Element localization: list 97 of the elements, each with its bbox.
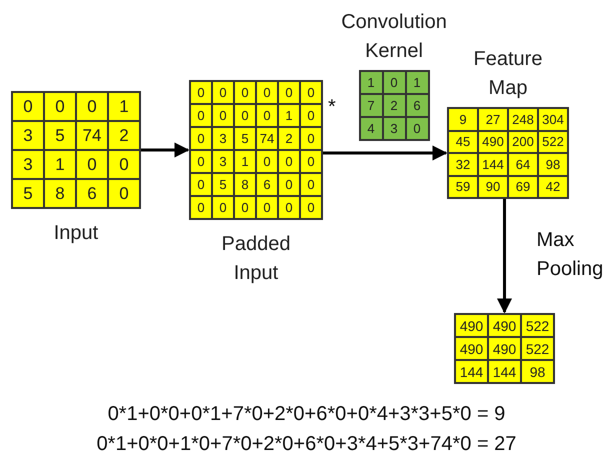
matrix-cell: 42	[538, 176, 568, 198]
matrix-title: Input	[52, 221, 100, 246]
matrix-cell: 4	[360, 117, 382, 140]
matrix-cell: 59	[448, 176, 478, 198]
matrix-cell: 490	[478, 130, 508, 153]
matrix-cell: 248	[508, 108, 538, 130]
matrix-cell: 8	[234, 173, 256, 196]
matrix-cell: 0	[300, 104, 322, 127]
matrix-cell: 2	[108, 121, 140, 150]
matrix-cell: 490	[488, 314, 521, 337]
matrix-cell: 8	[44, 179, 76, 208]
matrix-cell: 200	[508, 130, 538, 153]
matrix-cell: 0	[256, 81, 278, 104]
arrow	[141, 142, 190, 158]
matrix-cell: 522	[538, 130, 568, 153]
matrix-cell: 144	[488, 360, 521, 383]
matrix-title: Convolution Kernel	[340, 10, 448, 64]
matrix-cell: 3	[12, 150, 44, 179]
matrix-cell: 0	[300, 196, 322, 219]
matrix-cell: 1	[234, 150, 256, 173]
matrix-cell: 6	[76, 179, 108, 208]
equation: 0*1+0*0+0*1+7*0+2*0+6*0+0*4+3*3+5*0 = 9	[106, 403, 506, 426]
matrix-cell: 0	[12, 92, 44, 121]
matrix-cell: 0	[300, 173, 322, 196]
matrix-title: Padded Input	[220, 232, 292, 286]
matrix-cell: 9	[448, 108, 478, 130]
matrix-cell: 0	[406, 117, 428, 140]
matrix-cell: 98	[521, 360, 554, 383]
matrix-cell: 0	[190, 127, 212, 150]
matrix-cell: 1	[108, 92, 140, 121]
matrix-cell: 0	[256, 196, 278, 219]
matrix-cell: 1	[360, 71, 382, 94]
matrix	[455, 313, 554, 384]
matrix-cell: 0	[108, 150, 140, 179]
matrix-cell: 0	[278, 81, 300, 104]
matrix-cell: 0	[190, 81, 212, 104]
matrix-cell: 0	[76, 92, 108, 121]
matrix-cell: 64	[508, 153, 538, 176]
matrix-cell: 69	[508, 176, 538, 198]
matrix-cell: 3	[212, 150, 234, 173]
matrix-title: Feature Map	[472, 47, 544, 101]
matrix-cell: 0	[76, 150, 108, 179]
matrix-cell: 3	[212, 127, 234, 150]
matrix-cell: 0	[108, 179, 140, 208]
matrix-cell: 0	[190, 173, 212, 196]
matrix-cell: 0	[256, 150, 278, 173]
matrix-cell: 522	[521, 314, 554, 337]
matrix-cell: 0	[300, 81, 322, 104]
matrix-cell: 45	[448, 130, 478, 153]
matrix-cell: 1	[406, 71, 428, 94]
equation: 0*1+0*0+1*0+7*0+2*0+6*0+3*4+5*3+74*0 = 27	[96, 433, 518, 456]
matrix-cell: 522	[521, 337, 554, 360]
matrix-cell: 6	[406, 94, 428, 117]
matrix-cell: 0	[382, 71, 406, 94]
arrow	[323, 146, 448, 160]
matrix-cell: 0	[234, 196, 256, 219]
matrix-cell: 0	[300, 150, 322, 173]
matrix-cell: 0	[234, 81, 256, 104]
matrix-cell: 2	[382, 94, 406, 117]
matrix-cell: 6	[256, 173, 278, 196]
matrix-cell: 490	[455, 314, 488, 337]
matrix-cell: 7	[360, 94, 382, 117]
matrix-cell: 74	[76, 121, 108, 150]
matrix-cell: 3	[12, 121, 44, 150]
matrix-cell: 490	[488, 337, 521, 360]
matrix-cell: 0	[212, 196, 234, 219]
matrix-cell: 0	[190, 150, 212, 173]
arrow	[497, 199, 512, 314]
matrix-cell: 98	[538, 153, 568, 176]
matrix-cell: 5	[12, 179, 44, 208]
matrix-cell: 144	[478, 153, 508, 176]
matrix-cell: 5	[44, 121, 76, 150]
operator-sign: *	[328, 96, 336, 119]
matrix-cell: 0	[278, 150, 300, 173]
matrix-cell: 304	[538, 108, 568, 130]
matrix-cell: 0	[212, 104, 234, 127]
matrix-cell: 90	[478, 176, 508, 198]
matrix-cell: 490	[455, 337, 488, 360]
matrix-cell: 27	[478, 108, 508, 130]
matrix-cell: 5	[234, 127, 256, 150]
matrix-cell: 0	[300, 127, 322, 150]
matrix-cell: 0	[190, 104, 212, 127]
matrix-cell: 0	[234, 104, 256, 127]
matrix-cell: 0	[278, 173, 300, 196]
matrix-cell: 144	[455, 360, 488, 383]
matrix-cell: 0	[190, 196, 212, 219]
matrix-cell: 1	[44, 150, 76, 179]
matrix-cell: 1	[278, 104, 300, 127]
matrix-cell: 5	[212, 173, 234, 196]
matrix-cell: 0	[44, 92, 76, 121]
matrix-cell: 2	[278, 127, 300, 150]
matrix-cell: 74	[256, 127, 278, 150]
matrix-cell: 3	[382, 117, 406, 140]
matrix-cell: 32	[448, 153, 478, 176]
matrix-cell: 0	[278, 196, 300, 219]
matrix-cell: 0	[256, 104, 278, 127]
matrix-cell: 0	[212, 81, 234, 104]
